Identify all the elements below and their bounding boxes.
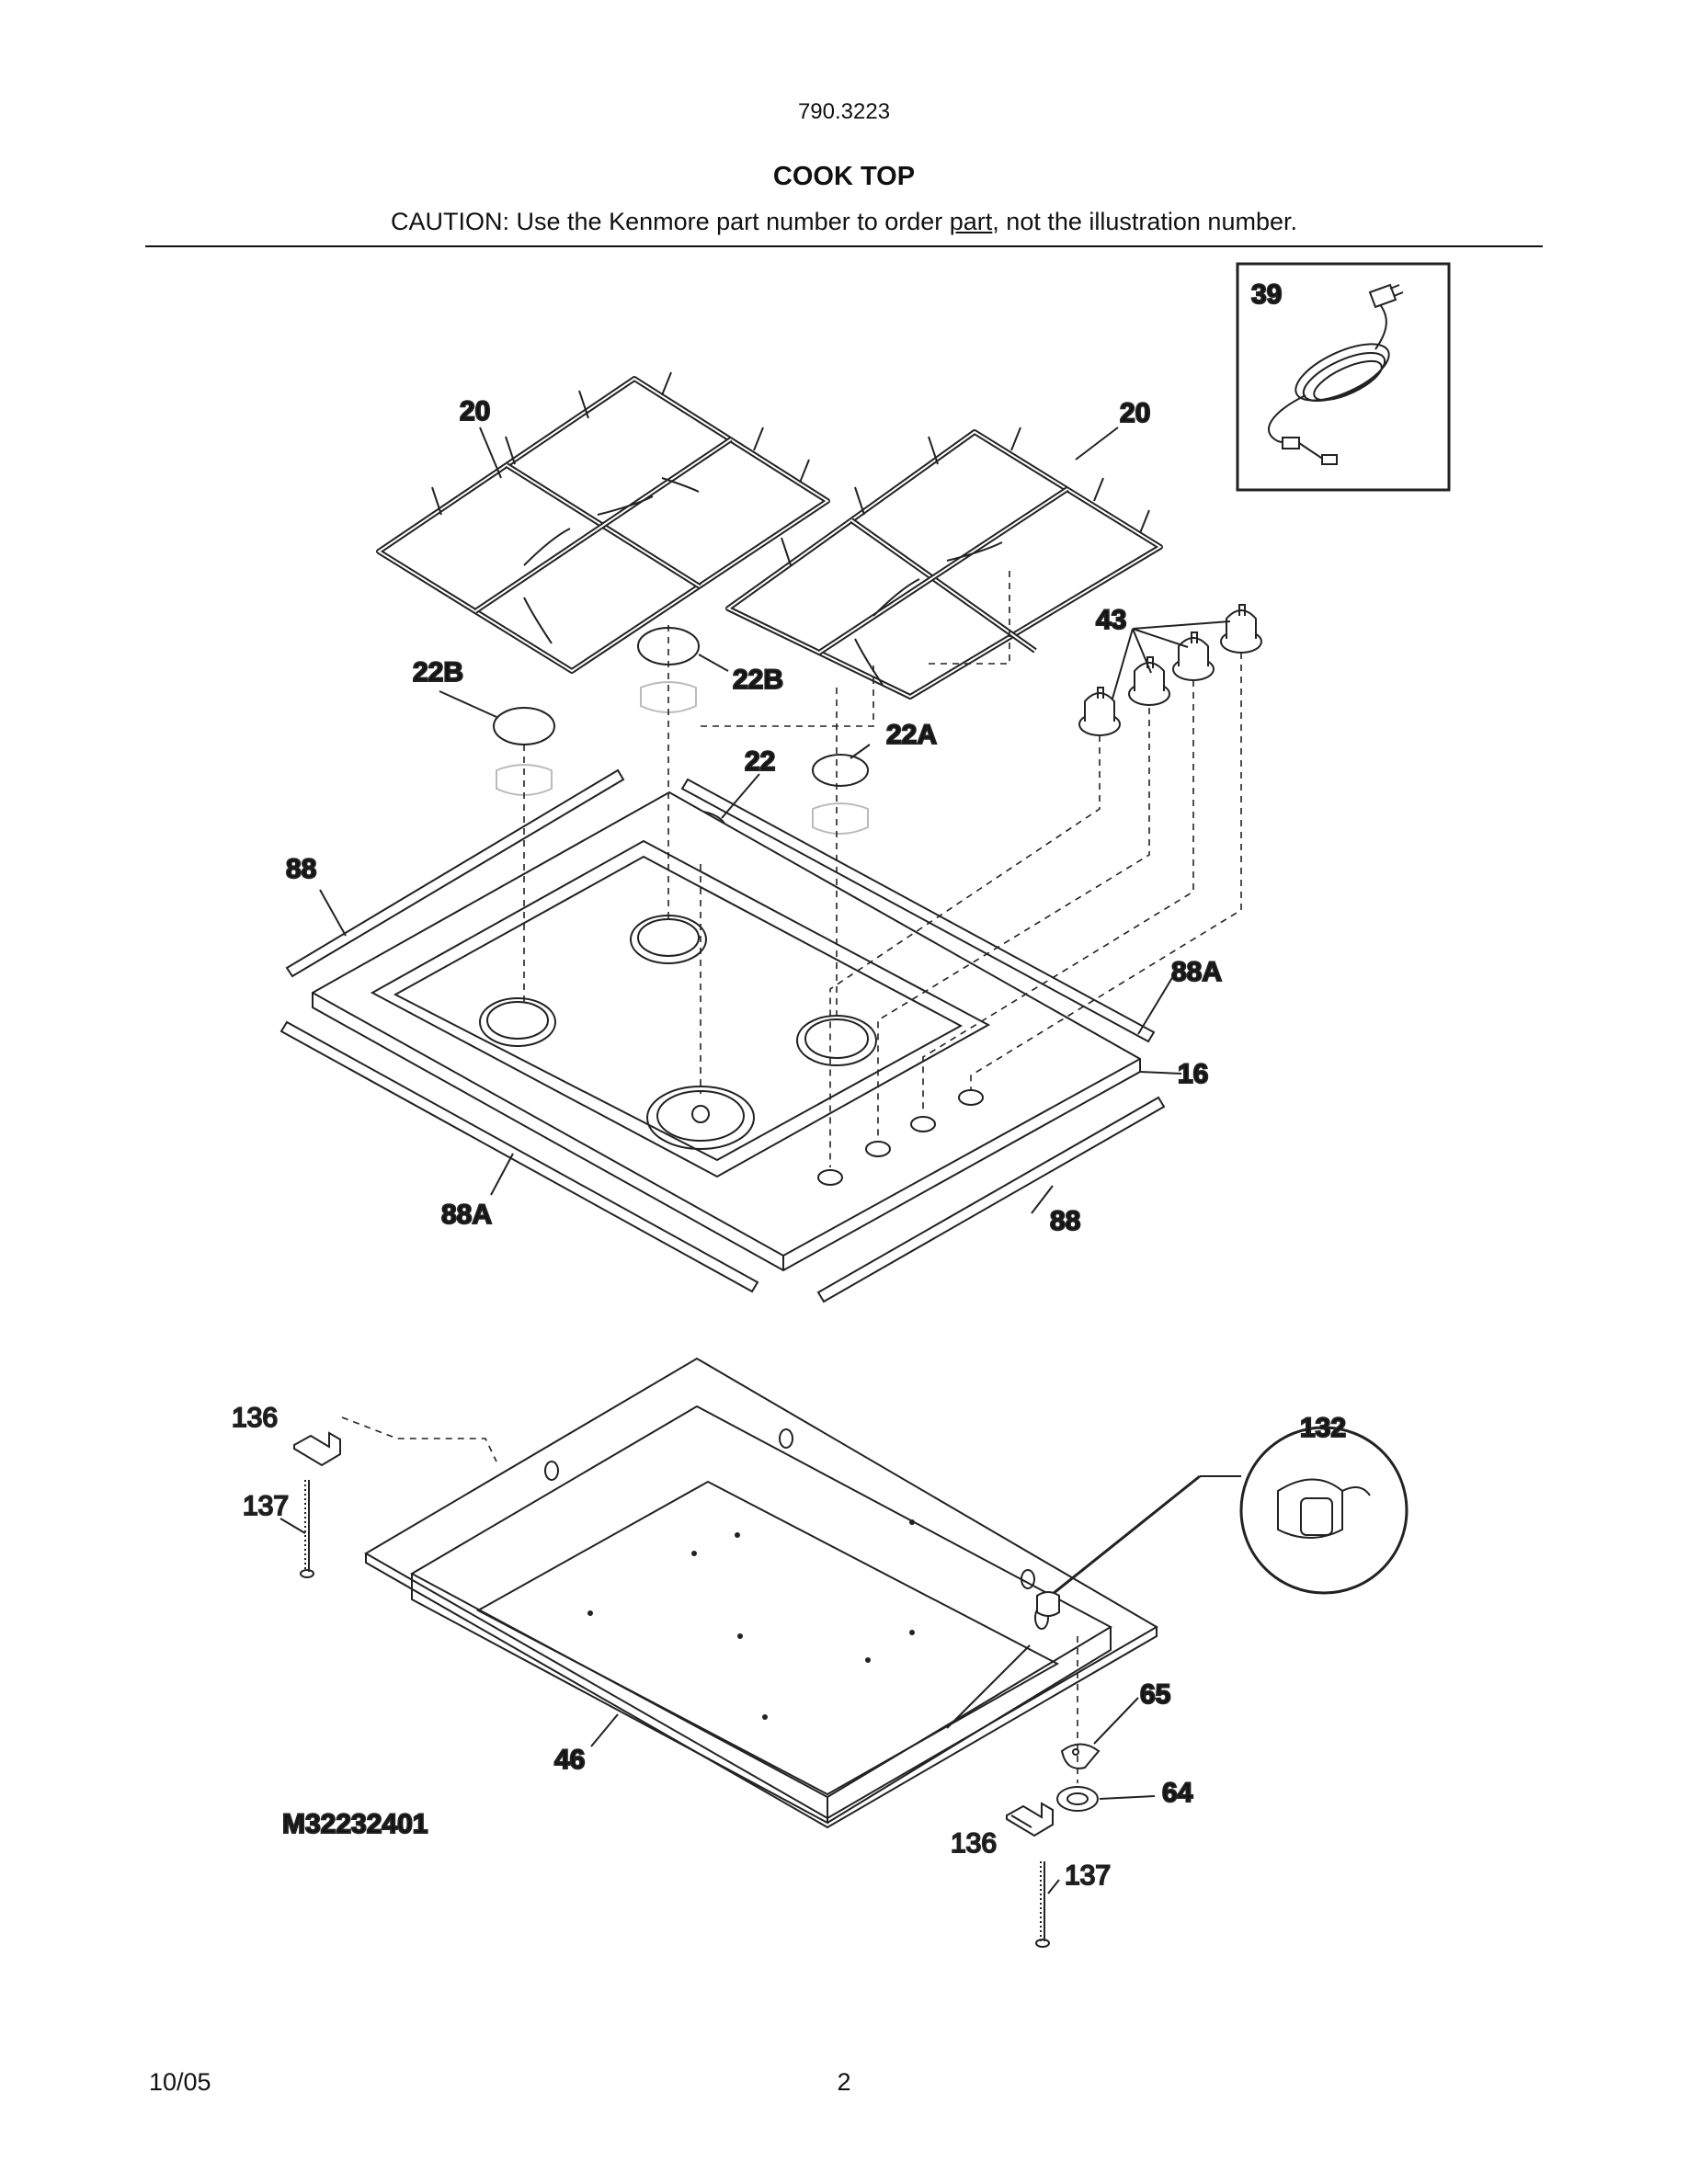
trim-strip-right-front [816, 1096, 1166, 1303]
knob-4 [1220, 604, 1262, 654]
control-knobs [1078, 604, 1262, 736]
footer-date: 10/05 [149, 2068, 211, 2096]
grommet-inset [1036, 1426, 1409, 1617]
grommet-icon [1277, 1478, 1371, 1539]
callout-grommet: 132 [1300, 1413, 1346, 1443]
callout-screw-right: 137 [1065, 1860, 1111, 1891]
trim-strip-right-back [680, 778, 1156, 1043]
burner-cap-right [812, 754, 869, 835]
header-rule [145, 245, 1543, 247]
caution-text-before: CAUTION: Use the Kenmore part number to … [391, 208, 950, 235]
callout-bracket-right: 136 [951, 1828, 997, 1859]
knob-2 [1128, 656, 1170, 706]
callout-plate: 65 [1140, 1679, 1170, 1710]
burner-box [364, 1357, 1158, 1829]
trim-strip-left-front [279, 1020, 759, 1293]
grate-right [725, 427, 1163, 700]
leader-lines [279, 427, 1182, 1894]
callout-bracket-left: 136 [232, 1403, 278, 1433]
bracket-right [1006, 1802, 1054, 1837]
callout-screw-left: 137 [243, 1491, 289, 1521]
power-cord-icon [1268, 283, 1404, 465]
screw-right [1035, 1861, 1050, 1948]
screw-left [300, 1480, 314, 1578]
callout-trim-left: 88 [286, 854, 316, 884]
callout-knobs: 43 [1096, 605, 1126, 635]
knob-holes [817, 1089, 984, 1186]
caution-text-after: , not the illustration number. [992, 208, 1297, 235]
knob-3 [1172, 631, 1215, 681]
callout-trim-front-right: 88 [1050, 1206, 1080, 1236]
diagram-id: M32232401 [282, 1809, 428, 1839]
footer-page-number: 2 [837, 2068, 851, 2096]
callout-power-cord: 39 [1251, 279, 1282, 310]
box-holes [587, 1519, 915, 1720]
callout-cap-center: 22 [745, 746, 775, 777]
callout-grate-right: 20 [1120, 398, 1150, 428]
bracket-left [293, 1431, 341, 1467]
callout-cap-left: 22B [413, 657, 463, 688]
callout-cap-right: 22A [886, 720, 937, 750]
caution-note: CAUTION: Use the Kenmore part number to … [0, 208, 1688, 236]
burner-base-left [479, 997, 556, 1047]
section-title: COOK TOP [772, 162, 916, 191]
callout-cooktop-top: 16 [1178, 1059, 1208, 1089]
caution-text-underlined: part [949, 208, 993, 235]
cooktop-panel [312, 791, 1141, 1272]
callout-box: 46 [554, 1745, 585, 1775]
callout-grate-left: 20 [460, 396, 490, 427]
plate [1060, 1743, 1101, 1769]
power-cord-inset [1236, 262, 1451, 492]
alignment-lines [341, 570, 1242, 1462]
callout-cap-mid: 22B [733, 665, 783, 695]
knob-1 [1078, 687, 1121, 736]
model-number: 790.3223 [797, 99, 891, 124]
trim-strip-left-back [285, 768, 625, 978]
callout-trim-right-back: 88A [1171, 957, 1222, 987]
callout-trim-front-left: 88A [441, 1200, 492, 1230]
callout-gasket: 64 [1162, 1778, 1193, 1808]
gasket [1056, 1786, 1099, 1812]
grate-left [376, 371, 830, 674]
